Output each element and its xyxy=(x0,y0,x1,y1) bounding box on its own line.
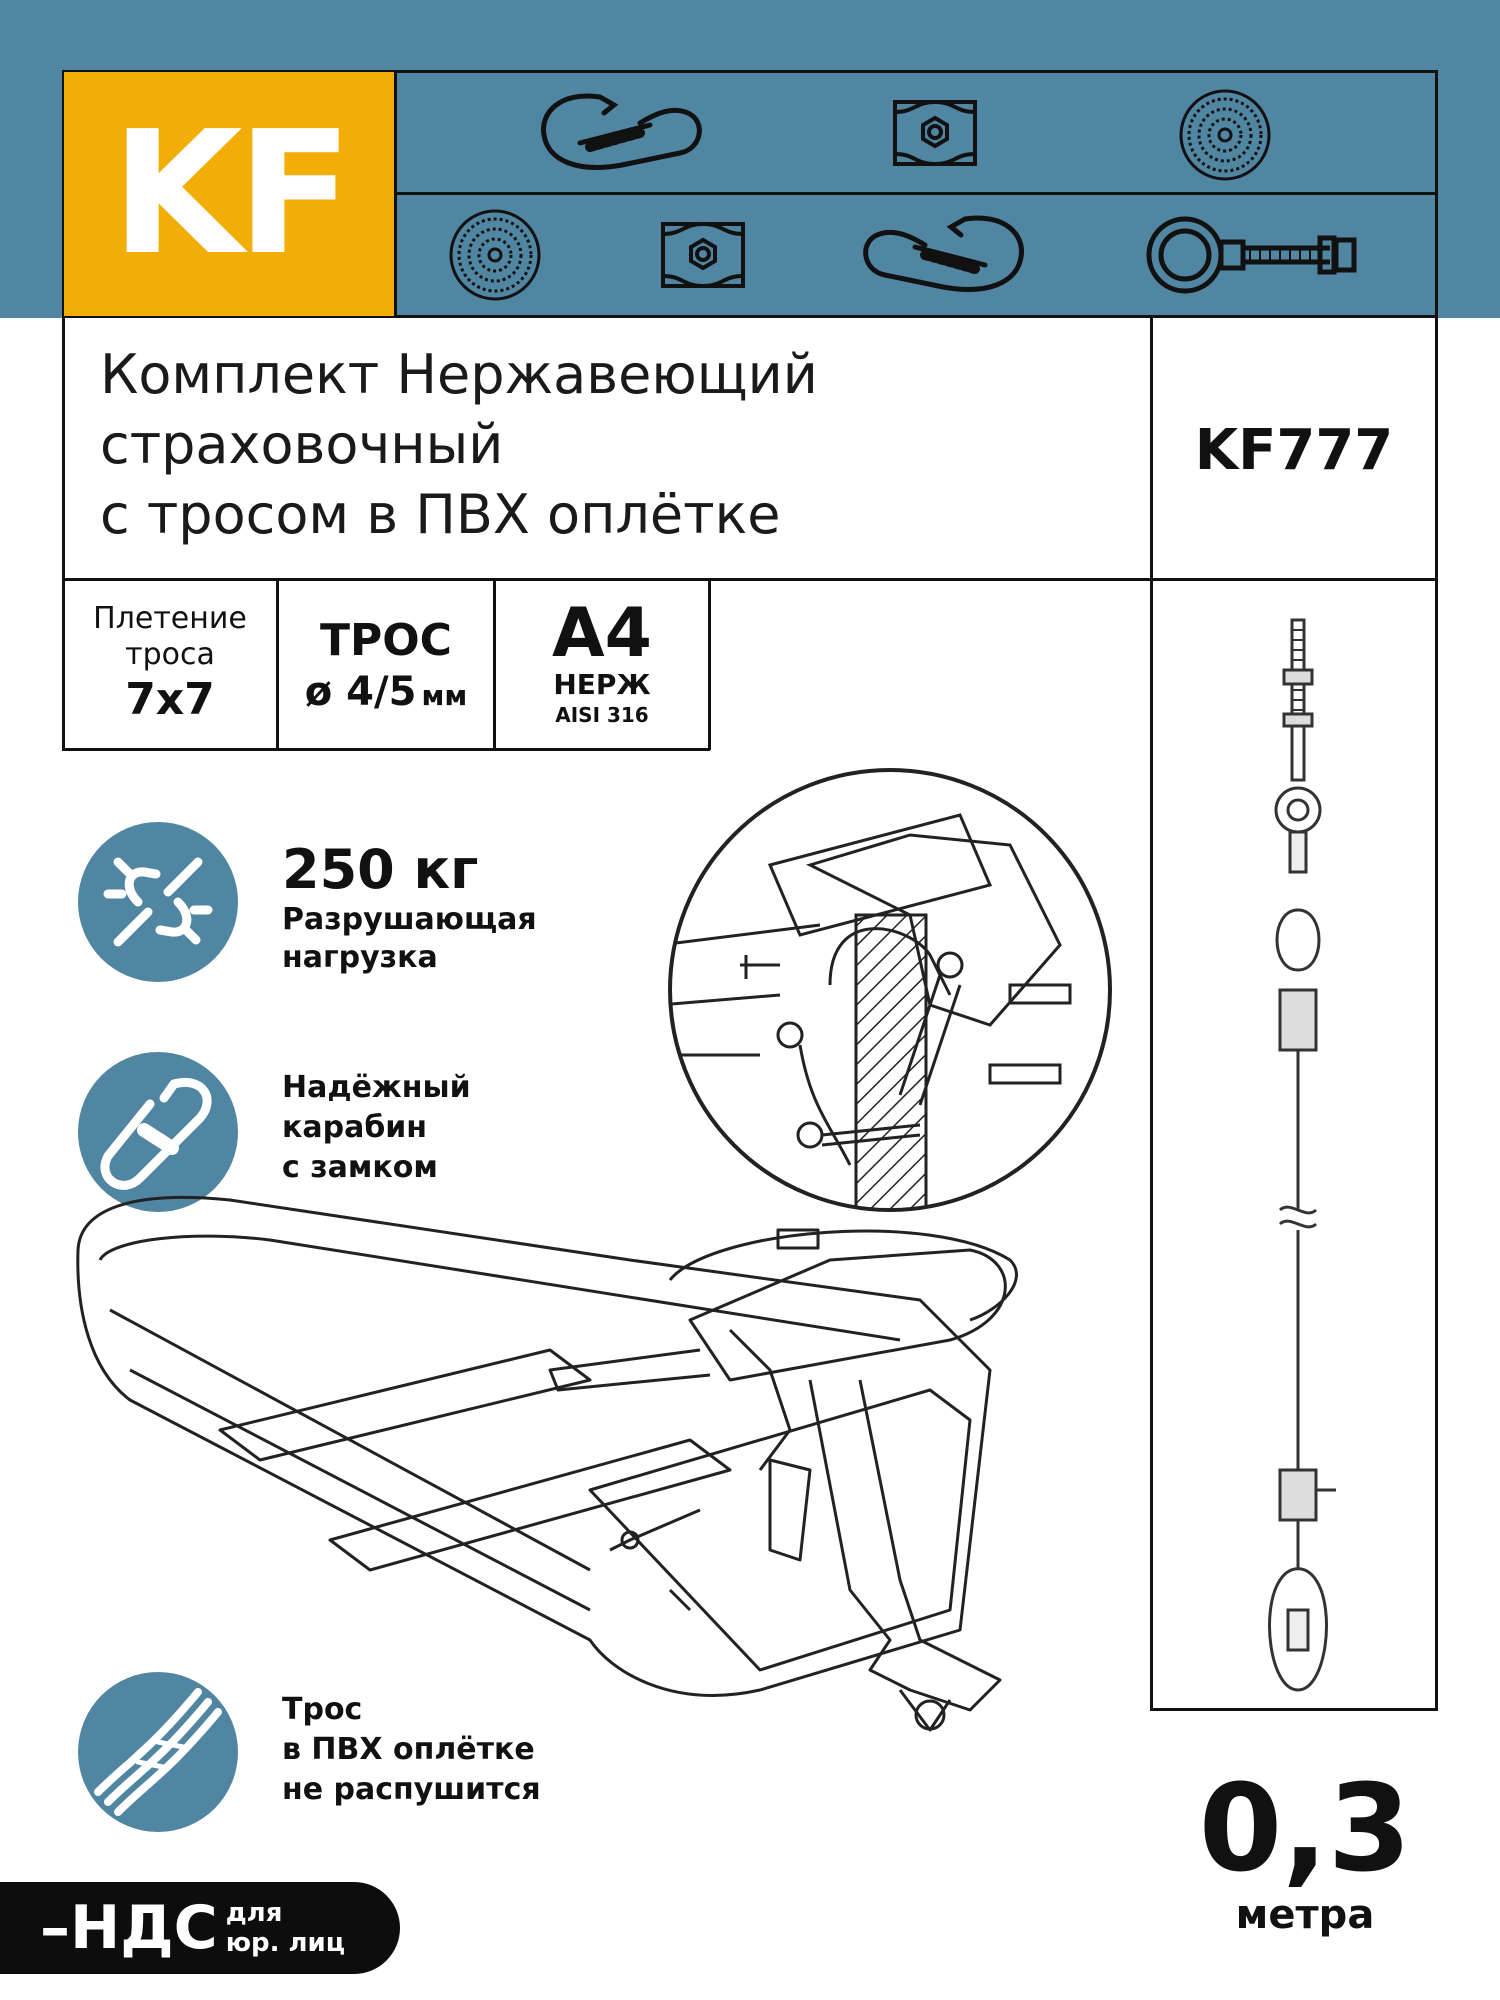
spec-steel-standard: AISI 316 xyxy=(555,703,649,727)
spec-steel: A4 НЕРЖ AISI 316 xyxy=(496,580,708,748)
spec-weave-line1: Плетение xyxy=(93,601,247,636)
frame-title-bottom xyxy=(62,578,1438,581)
nds-main: –НДС xyxy=(40,1893,218,1963)
frame-spec-bottom xyxy=(62,748,710,751)
nds-small: для юр. лиц xyxy=(226,1898,345,1958)
length-value: 0,3 xyxy=(1198,1760,1412,1899)
spec-cable-unit: мм xyxy=(421,679,468,712)
feature-cable-line2: в ПВХ оплётке xyxy=(282,1732,535,1767)
wire-clamp-icon xyxy=(880,85,990,180)
broken-chain-icon xyxy=(78,822,238,982)
feature-load-title: 250 кг xyxy=(282,838,479,901)
spec-steel-label: НЕРЖ xyxy=(553,668,651,701)
spec-cable: ТРОС ø 4/5 мм xyxy=(279,580,493,748)
frame-left xyxy=(62,70,65,750)
carabiner-lock-icon xyxy=(78,1052,238,1212)
carabiner-icon xyxy=(850,205,1040,305)
brand-logo: KF xyxy=(64,72,394,316)
wire-clamp-icon xyxy=(648,207,758,302)
feature-load-line1: Разрушающая xyxy=(282,902,537,937)
frame-spec-div-1 xyxy=(276,578,279,750)
spec-steel-grade: A4 xyxy=(552,594,652,673)
frame-spec-div-2 xyxy=(493,578,496,750)
nds-small-2: юр. лиц xyxy=(225,1928,346,1958)
mount-detail-illustration xyxy=(668,768,1112,1212)
frame-code-left xyxy=(1150,315,1153,1710)
logo-text: KF xyxy=(111,95,353,293)
title-line-2: страховочный xyxy=(100,413,504,476)
spec-weave-line2: троса xyxy=(125,637,215,672)
braided-cable-icon xyxy=(78,1672,238,1832)
product-code: KF777 xyxy=(1194,418,1394,483)
feature-carabiner-line3: с замком xyxy=(282,1150,438,1185)
frame-top xyxy=(62,70,1438,73)
frame-bottom-right xyxy=(1150,1708,1438,1711)
nds-badge: –НДС для юр. лиц xyxy=(0,1882,400,1974)
cable-section-icon xyxy=(440,202,550,307)
title-line-3: с тросом в ПВХ оплётке xyxy=(100,483,781,546)
spec-weave-value: 7х7 xyxy=(125,674,215,725)
feature-carabiner-line1: Надёжный xyxy=(282,1070,471,1105)
cable-section-icon xyxy=(1170,82,1280,187)
length-unit: метра xyxy=(1235,1892,1375,1938)
feature-carabiner-line2: карабин xyxy=(282,1110,428,1145)
nds-small-1: для xyxy=(225,1898,283,1928)
frame-icons-mid xyxy=(394,192,1438,195)
length-block: 0,3 метра xyxy=(1190,1770,1420,1940)
spec-cable-label: ТРОС xyxy=(320,615,452,666)
carabiner-icon xyxy=(525,80,715,185)
spec-weave: Плетение троса 7х7 xyxy=(64,580,276,748)
feature-load-line2: нагрузка xyxy=(282,940,438,975)
feature-cable-line1: Трос xyxy=(282,1692,363,1727)
frame-logo-right xyxy=(394,70,397,318)
title-line-1: Комплект Нержавеющий xyxy=(100,343,818,406)
eye-bolt-icon xyxy=(1135,210,1375,300)
feature-cable-line3: не распушится xyxy=(282,1772,541,1807)
frame-spec-div-3 xyxy=(708,578,711,750)
cable-assembly-illustration xyxy=(1268,618,1336,1692)
frame-right xyxy=(1435,70,1438,1710)
product-title: Комплект Нержавеющий страховочный с трос… xyxy=(100,340,1100,550)
spec-cable-value: ø 4/5 xyxy=(304,669,417,715)
frame-band-bottom xyxy=(62,315,1438,318)
boat-motor-illustration xyxy=(76,1196,1018,1732)
